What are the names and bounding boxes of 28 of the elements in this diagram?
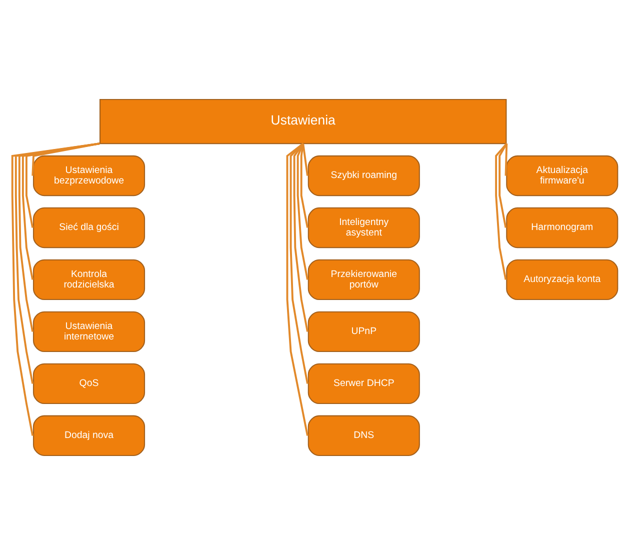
node-box: DNS [308,415,420,456]
node-box: Autoryzacja konta [506,259,618,300]
connector [504,144,508,176]
node-box: Sieć dla gości [32,207,146,248]
node-box: Ustawienia [100,99,507,144]
node-box: Aktualizacja firmware'u [506,155,618,196]
node-box: UPnP [308,311,420,352]
node-box: Ustawienia bezprzewodowe [32,155,146,196]
connector [286,142,308,436]
node-box: Dodaj nova [32,415,146,456]
node-box: Harmonogram [506,207,618,248]
connector [18,142,100,332]
connector [290,142,308,384]
connector [293,143,308,332]
node-box: Serwer DHCP [308,363,420,404]
node-box: Szybki roaming [308,155,420,196]
connector [14,142,100,384]
connector [495,142,508,280]
node-box: QoS [32,363,146,404]
node-box: Przekierowanie portów [308,259,420,300]
connector [11,142,100,436]
node-box: Kontrola rodzicielska [32,259,146,300]
connector [302,143,308,176]
connector [498,143,508,228]
connector [300,143,308,228]
node-box: Ustawienia internetowe [32,311,146,352]
node-box: Inteligentny asystent [308,207,420,248]
connector [296,143,308,280]
